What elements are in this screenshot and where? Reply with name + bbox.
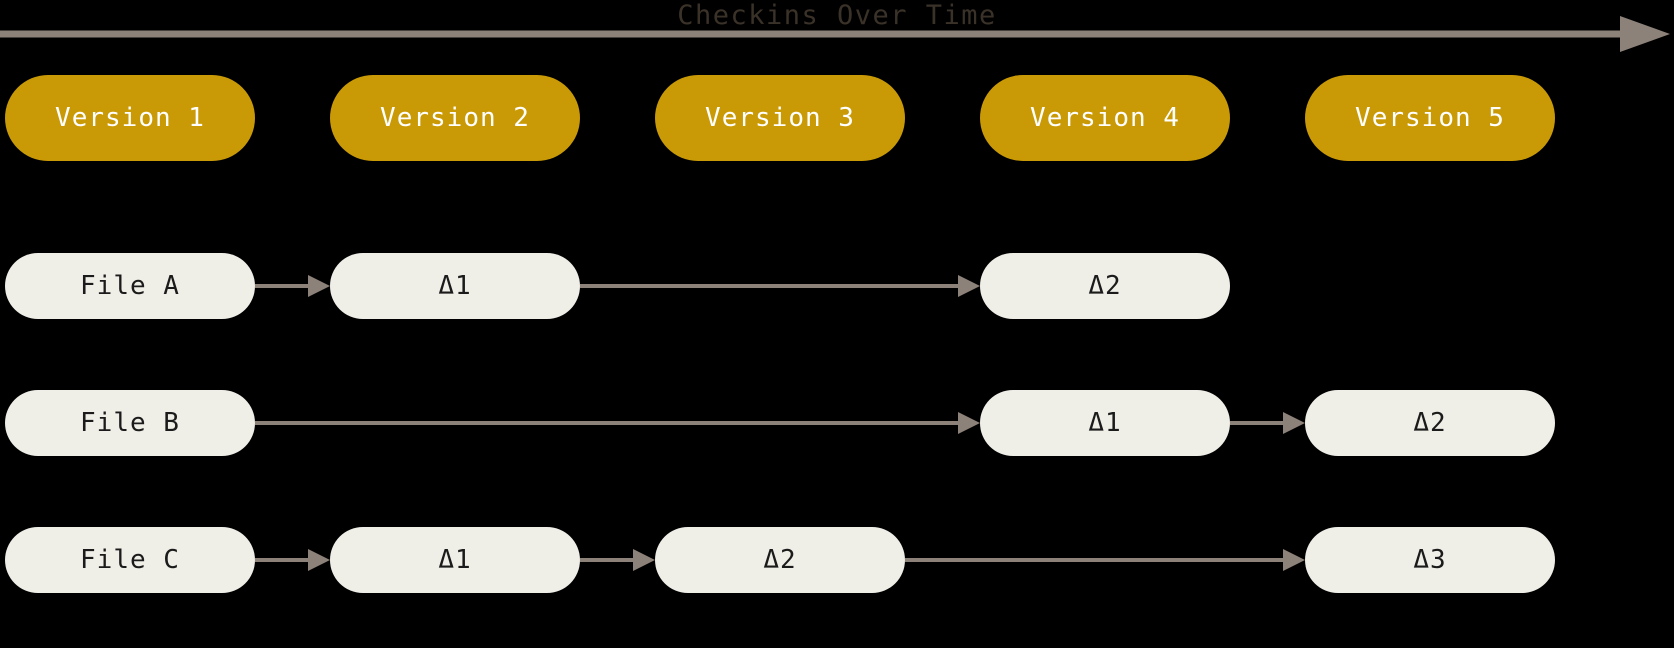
arrow-right-icon [1230,412,1305,434]
file-name-label: File C [80,545,180,575]
version-pill-v3[interactable]: Version 3 [655,75,905,161]
version-pill-v2[interactable]: Version 2 [330,75,580,161]
delta-box-file-c-v3[interactable]: Δ2 [655,527,905,593]
version-pill-label: Version 3 [705,103,855,133]
version-pill-label: Version 4 [1030,103,1180,133]
delta-label: Δ1 [438,271,472,301]
delta-box-file-b-v5[interactable]: Δ2 [1305,390,1555,456]
arrow-right-icon [580,275,980,297]
arrow-right-icon [580,549,655,571]
delta-box-file-a-v4[interactable]: Δ2 [980,253,1230,319]
timeline-arrow [0,16,1674,52]
arrow-right-icon [255,275,330,297]
file-name-label: File A [80,271,180,301]
delta-box-file-a-v2[interactable]: Δ1 [330,253,580,319]
connector-arrow-file-c-0 [255,548,330,572]
delta-label: Δ2 [1088,271,1122,301]
connector-arrow-file-a-1 [580,274,980,298]
connector-arrow-file-b-1 [1230,411,1305,435]
file-label-box-file-a-v1[interactable]: File A [5,253,255,319]
file-name-label: File B [80,408,180,438]
version-pill-label: Version 1 [55,103,205,133]
arrow-right-icon [255,549,330,571]
arrow-right-icon [255,412,980,434]
connector-arrow-file-a-0 [255,274,330,298]
file-label-box-file-b-v1[interactable]: File B [5,390,255,456]
file-label-box-file-c-v1[interactable]: File C [5,527,255,593]
delta-box-file-c-v5[interactable]: Δ3 [1305,527,1555,593]
version-pill-v1[interactable]: Version 1 [5,75,255,161]
delta-label: Δ1 [1088,408,1122,438]
version-pill-label: Version 2 [380,103,530,133]
version-pill-label: Version 5 [1355,103,1505,133]
connector-arrow-file-c-1 [580,548,655,572]
arrow-right-icon [905,549,1305,571]
delta-label: Δ2 [1413,408,1447,438]
delta-box-file-b-v4[interactable]: Δ1 [980,390,1230,456]
version-pill-v5[interactable]: Version 5 [1305,75,1555,161]
connector-arrow-file-b-0 [255,411,980,435]
time-arrow-right-icon [0,16,1670,52]
delta-box-file-c-v2[interactable]: Δ1 [330,527,580,593]
connector-arrow-file-c-2 [905,548,1305,572]
version-pill-v4[interactable]: Version 4 [980,75,1230,161]
delta-label: Δ2 [763,545,797,575]
page-title: Checkins Over Time [677,0,997,31]
delta-label: Δ1 [438,545,472,575]
delta-label: Δ3 [1413,545,1447,575]
